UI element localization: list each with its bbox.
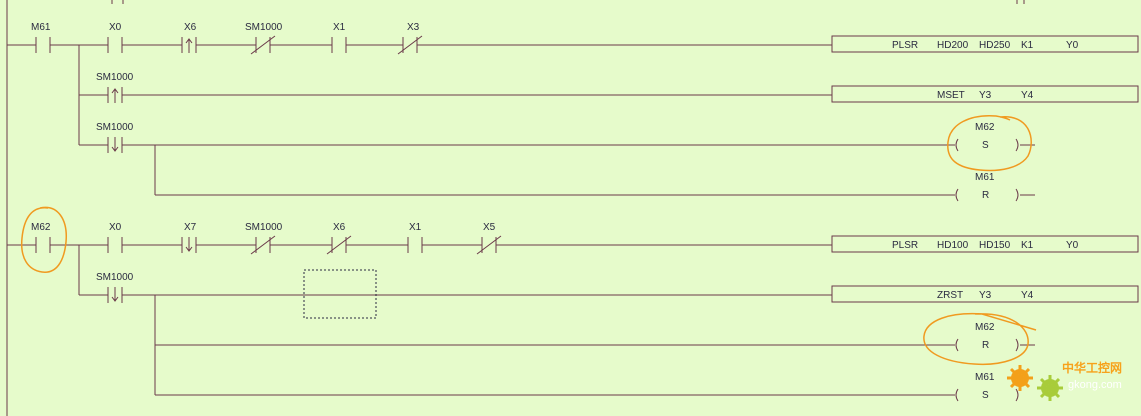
contact-sm1000-rising[interactable]: SM1000 (96, 72, 134, 103)
svg-text:X7: X7 (184, 222, 197, 233)
contact-sm1000-falling[interactable]: SM1000 (96, 122, 134, 153)
svg-text:HD100: HD100 (937, 240, 969, 251)
rung-1: M61 X0 X6 SM1000 X1 X3 (7, 22, 1139, 202)
watermark: 中华工控网 gkong.com (1007, 360, 1122, 401)
watermark-cn: 中华工控网 (1062, 360, 1122, 375)
coil-m62-reset[interactable]: M62 R (955, 322, 1019, 352)
svg-text:K1: K1 (1021, 40, 1034, 51)
instruction-zrst[interactable]: ZRST Y3 Y4 (831, 285, 1139, 303)
svg-text:M62: M62 (975, 122, 995, 133)
svg-text:M61: M61 (31, 22, 51, 33)
svg-text:MSET: MSET (937, 90, 965, 101)
svg-text:S: S (982, 140, 989, 151)
coil-m61-reset[interactable]: M61 R (955, 172, 1019, 202)
svg-text:SM1000: SM1000 (96, 72, 134, 83)
svg-text:R: R (982, 190, 989, 201)
contact-x6-nc[interactable]: X6 (326, 222, 352, 255)
svg-text:Y3: Y3 (979, 90, 992, 101)
svg-text:PLSR: PLSR (892, 240, 918, 251)
svg-text:X0: X0 (109, 22, 122, 33)
svg-text:Y3: Y3 (979, 290, 992, 301)
contact-m61[interactable]: M61 (31, 22, 51, 53)
svg-text:SM1000: SM1000 (245, 22, 283, 33)
rung-2: M62 X0 X7 SM1000 X6 X1 X5 (7, 222, 1139, 402)
svg-text:HD250: HD250 (979, 40, 1011, 51)
gear-icon (1037, 375, 1063, 401)
svg-text:PLSR: PLSR (892, 40, 918, 51)
svg-text:HD150: HD150 (979, 240, 1011, 251)
contact-x0[interactable]: X0 (107, 22, 123, 53)
contact-sm1000-nc[interactable]: SM1000 (245, 22, 283, 55)
instruction-plsr-2[interactable]: PLSR HD100 HD150 K1 Y0 (831, 235, 1139, 253)
coil-m62-set[interactable]: M62 S (955, 122, 1019, 152)
gear-icon (1007, 365, 1033, 391)
contact-x6-rising[interactable]: X6 (181, 22, 197, 53)
contact-x1[interactable]: X1 (407, 222, 423, 253)
svg-text:SM1000: SM1000 (96, 122, 134, 133)
svg-text:HD200: HD200 (937, 40, 969, 51)
svg-text:SM1000: SM1000 (96, 272, 134, 283)
annotation-circle-rung1-coil (947, 115, 1032, 172)
annotation-circle-rung2-coil (923, 312, 1037, 366)
contact-x1[interactable]: X1 (331, 22, 347, 53)
svg-text:X6: X6 (333, 222, 346, 233)
svg-text:S: S (982, 390, 989, 401)
contact-x7-falling[interactable]: X7 (181, 222, 197, 253)
instruction-mset[interactable]: MSET Y3 Y4 (831, 85, 1139, 103)
svg-text:R: R (982, 340, 989, 351)
svg-text:X1: X1 (409, 222, 422, 233)
svg-text:K1: K1 (1021, 240, 1034, 251)
svg-text:X1: X1 (333, 22, 346, 33)
contact-x0[interactable]: X0 (107, 222, 123, 253)
svg-text:X0: X0 (109, 222, 122, 233)
instruction-plsr-1[interactable]: PLSR HD200 HD250 K1 Y0 (831, 35, 1139, 53)
svg-text:X5: X5 (483, 222, 496, 233)
svg-text:X6: X6 (184, 22, 197, 33)
svg-text:M62: M62 (975, 322, 995, 333)
contact-x5-nc[interactable]: X5 (476, 222, 502, 255)
svg-text:Y0: Y0 (1066, 40, 1079, 51)
annotation-circle-m62-contact (20, 206, 67, 273)
contact-sm1000-nc[interactable]: SM1000 (245, 222, 283, 255)
selection-cursor[interactable] (303, 269, 377, 319)
contact-x3-nc[interactable]: X3 (397, 22, 423, 55)
svg-text:M62: M62 (31, 222, 51, 233)
contact-sm1000-falling[interactable]: SM1000 (96, 272, 134, 303)
svg-text:M61: M61 (975, 372, 995, 383)
svg-text:SM1000: SM1000 (245, 222, 283, 233)
watermark-url: gkong.com (1068, 379, 1122, 391)
svg-text:M61: M61 (975, 172, 995, 183)
contact-m62[interactable]: M62 (31, 222, 51, 253)
svg-text:Y0: Y0 (1066, 240, 1079, 251)
svg-text:ZRST: ZRST (937, 290, 963, 301)
coil-m61-set[interactable]: M61 S (955, 372, 1019, 402)
svg-text:Y4: Y4 (1021, 290, 1034, 301)
svg-text:Y4: Y4 (1021, 90, 1034, 101)
svg-text:X3: X3 (407, 22, 420, 33)
